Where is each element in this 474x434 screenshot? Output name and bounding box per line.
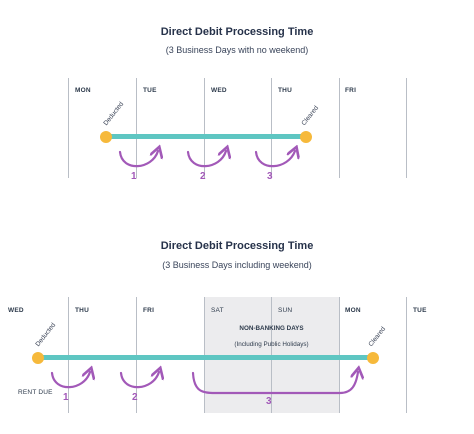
step-arrow-3 [254, 151, 295, 168]
day-divider [406, 297, 407, 413]
day-divider [204, 78, 205, 178]
day-label-mon: MON [75, 87, 91, 94]
non-banking-days-note: (Including Public Holidays) [234, 341, 309, 348]
day-divider [271, 78, 272, 178]
non-banking-days-title: NON-BANKING DAYS [239, 325, 304, 332]
day-divider [339, 78, 340, 178]
day-label-wed: WED [8, 307, 24, 314]
step-number: 2 [200, 171, 206, 182]
diagram2-subtitle: (3 Business Days including weekend) [162, 260, 312, 270]
step-arrow-2 [186, 151, 226, 168]
step-arrow-1 [50, 372, 90, 389]
step-number: 3 [266, 396, 272, 407]
diagram1-subtitle: (3 Business Days with no weekend) [165, 45, 309, 55]
step-arrow-1 [118, 151, 158, 168]
day-label-wed: WED [211, 87, 227, 94]
day-label-tue: TUE [143, 87, 157, 94]
day-label-thu: THU [278, 87, 292, 94]
step-number: 3 [267, 171, 273, 182]
step-arrow-3 [191, 372, 358, 395]
day-label-sat: SAT [211, 307, 224, 314]
step-arrow-2 [119, 372, 159, 389]
start-dot [32, 352, 44, 364]
rent-due-label: RENT DUE [18, 389, 53, 396]
day-label-fri: FRI [345, 87, 357, 94]
processing-bar [38, 355, 374, 360]
diagram2-title: Direct Debit Processing Time [160, 240, 314, 252]
end-dot [367, 352, 379, 364]
start-dot [100, 131, 112, 143]
day-divider [406, 78, 407, 178]
processing-bar [106, 134, 306, 139]
day-label-mon: MON [345, 307, 361, 314]
day-divider [68, 78, 69, 178]
day-label-fri: FRI [143, 307, 155, 314]
day-divider [136, 78, 137, 178]
day-label-tue: TUE [413, 307, 427, 314]
step-number: 1 [131, 171, 137, 182]
end-dot [300, 131, 312, 143]
day-label-sun: SUN [278, 307, 293, 314]
step-number: 2 [132, 392, 138, 403]
day-label-thu: THU [75, 307, 89, 314]
step-number: 1 [63, 392, 69, 403]
diagram1-title: Direct Debit Processing Time [160, 26, 314, 38]
